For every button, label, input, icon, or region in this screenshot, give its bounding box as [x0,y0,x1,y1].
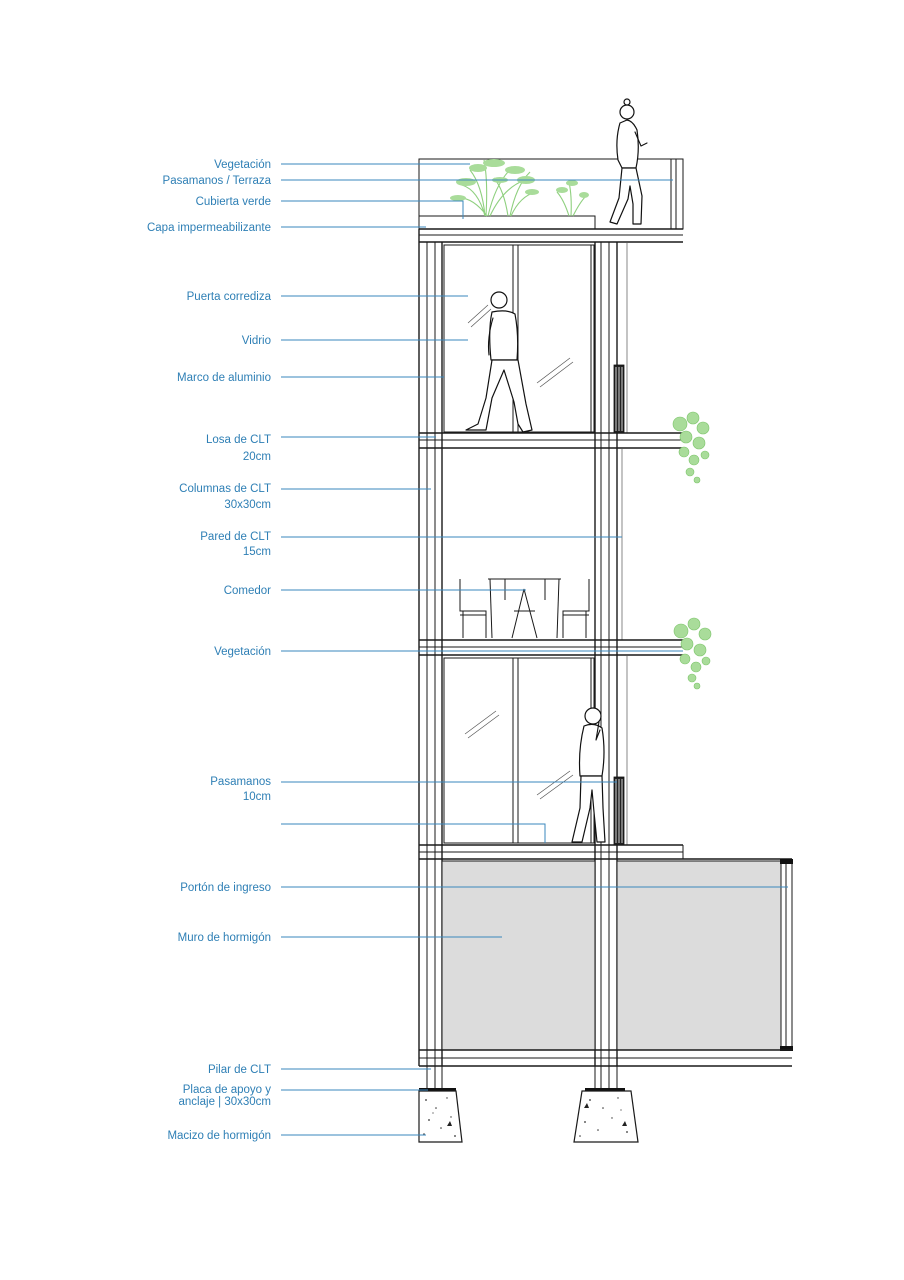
label-placa-apoyo: Placa de apoyo y [183,1084,271,1096]
annotation-placa-apoyo: Placa de apoyo y anclaje | 30x30cm [179,1084,428,1108]
label-pasamanos-terraza: Pasamanos / Terraza [163,175,272,187]
annotation-comedor: Comedor [224,585,526,597]
clt-piers [419,1066,625,1091]
label-porton-ingreso: Portón de ingreso [180,882,271,894]
annotation-losa-clt: Losa de CLT 20cm [206,434,436,463]
person-roof-icon [609,98,648,225]
label-comedor: Comedor [224,585,271,597]
roof-parapet [418,158,684,230]
annotation-pasamanos-terraza: Pasamanos / Terraza [163,175,673,187]
label-marco-aluminio: Marco de aluminio [177,372,271,384]
annotation-pasamanos: Pasamanos 10cm [210,776,617,803]
label-capa-impermeabilizante: Capa impermeabilizante [147,222,271,234]
vegetation [450,159,712,690]
label-pilar-clt: Pilar de CLT [208,1064,271,1076]
label-macizo-hormigon: Macizo de hormigón [167,1130,271,1142]
annotation-capa-impermeabilizante: Capa impermeabilizante [147,222,426,234]
label-pared-clt: Pared de CLT [200,531,271,543]
label-columnas-clt: Columnas de CLT [179,483,271,495]
clt-slab-upper [419,432,683,449]
annotations: Vegetación Pasamanos / Terraza Cubierta … [147,159,788,1142]
annotation-puerta-corrediza: Puerta corrediza [187,291,468,303]
label-placa-apoyo-size: anclaje | 30x30cm [179,1096,271,1108]
clt-slab-mid [419,639,683,656]
label-losa-clt: Losa de CLT [206,434,271,446]
label-losa-clt-size: 20cm [243,451,271,463]
roof-slab [419,228,683,243]
annotation-columnas-clt: Columnas de CLT 30x30cm [179,483,431,511]
concrete-footings [418,1090,639,1143]
annotation-vidrio: Vidrio [242,335,468,347]
dining-set [459,578,590,639]
annotation-vegetacion-top: Vegetación [214,159,470,171]
label-pared-clt-size: 15cm [243,546,271,558]
label-columnas-clt-size: 30x30cm [224,499,271,511]
annotation-muro-hormigon: Muro de hormigón [178,932,502,944]
annotation-macizo-hormigon: Macizo de hormigón [167,1130,426,1142]
annotation-threshold [281,823,546,843]
upper-floor-glazing [443,244,625,434]
annotation-cubierta-verde: Cubierta verde [196,196,464,219]
label-puerta-corrediza: Puerta corrediza [187,291,272,303]
annotation-pilar-clt: Pilar de CLT [208,1064,431,1076]
annotation-marco-aluminio: Marco de aluminio [177,372,444,384]
green-roof-bed [418,215,596,230]
base-slab [419,1049,792,1067]
annotation-pared-clt: Pared de CLT 15cm [200,531,622,558]
clt-slab-first [419,844,792,860]
label-vegetacion-top: Vegetación [214,159,271,171]
structure [418,98,793,1143]
label-pasamanos-size: 10cm [243,791,271,803]
annotation-porton-ingreso: Portón de ingreso [180,882,788,894]
annotation-vegetacion-mid: Vegetación [214,646,683,658]
concrete-walls [441,859,793,1051]
label-vegetacion-mid: Vegetación [214,646,271,658]
person-phone-icon [571,707,606,843]
label-cubierta-verde: Cubierta verde [196,196,271,208]
label-vidrio: Vidrio [242,335,271,347]
label-muro-hormigon: Muro de hormigón [178,932,271,944]
label-pasamanos: Pasamanos [210,776,271,788]
person-walking-icon [465,291,533,433]
